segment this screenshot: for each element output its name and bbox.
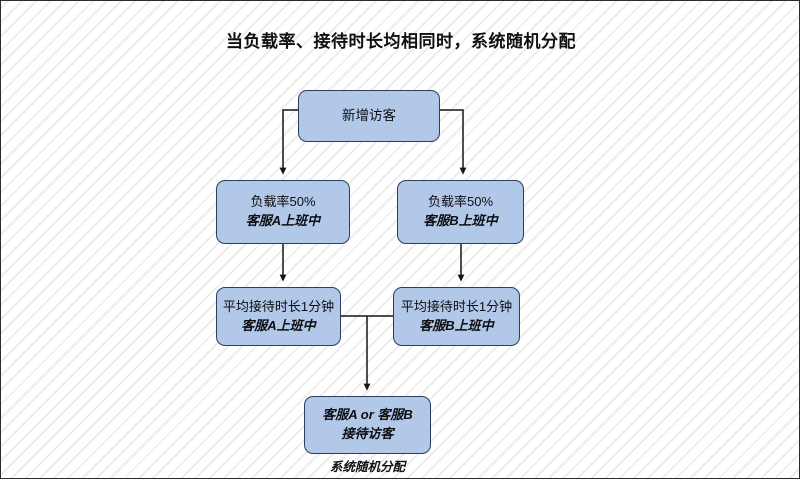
node-new-visitor[interactable]: 新增访客 [298, 90, 440, 142]
node-avg-a[interactable]: 平均接待时长1分钟 客服A上班中 [216, 287, 341, 346]
node-load-b-line1: 负载率50% [427, 194, 494, 210]
node-avg-b[interactable]: 平均接待时长1分钟 客服B上班中 [393, 287, 520, 346]
node-result[interactable]: 客服A or 客服B 接待访客 [304, 396, 431, 454]
node-load-b-line2: 客服B上班中 [423, 213, 498, 228]
node-avg-a-line1: 平均接待时长1分钟 [222, 298, 335, 314]
node-avg-b-line1: 平均接待时长1分钟 [400, 298, 513, 314]
node-load-a-line2: 客服A上班中 [245, 213, 321, 228]
node-result-line2: 接待访客 [341, 426, 394, 441]
node-load-b[interactable]: 负载率50% 客服B上班中 [397, 180, 524, 244]
node-avg-a-line2: 客服A上班中 [241, 317, 316, 333]
diagram-caption: 系统随机分配 [329, 460, 405, 474]
node-load-a[interactable]: 负载率50% 客服A上班中 [216, 180, 350, 244]
node-load-a-line1: 负载率50% [250, 194, 316, 210]
diagram-title: 当负载率、接待时长均相同时，系统随机分配 [226, 32, 576, 51]
node-new-visitor-line1: 新增访客 [342, 108, 396, 124]
edge-newvisitor-to-loada [279, 109, 298, 175]
node-result-line1: 客服A or 客服B [322, 407, 413, 423]
node-avg-b-line2: 客服B上班中 [419, 317, 494, 333]
edge-newvisitor-to-loadb [440, 109, 467, 175]
